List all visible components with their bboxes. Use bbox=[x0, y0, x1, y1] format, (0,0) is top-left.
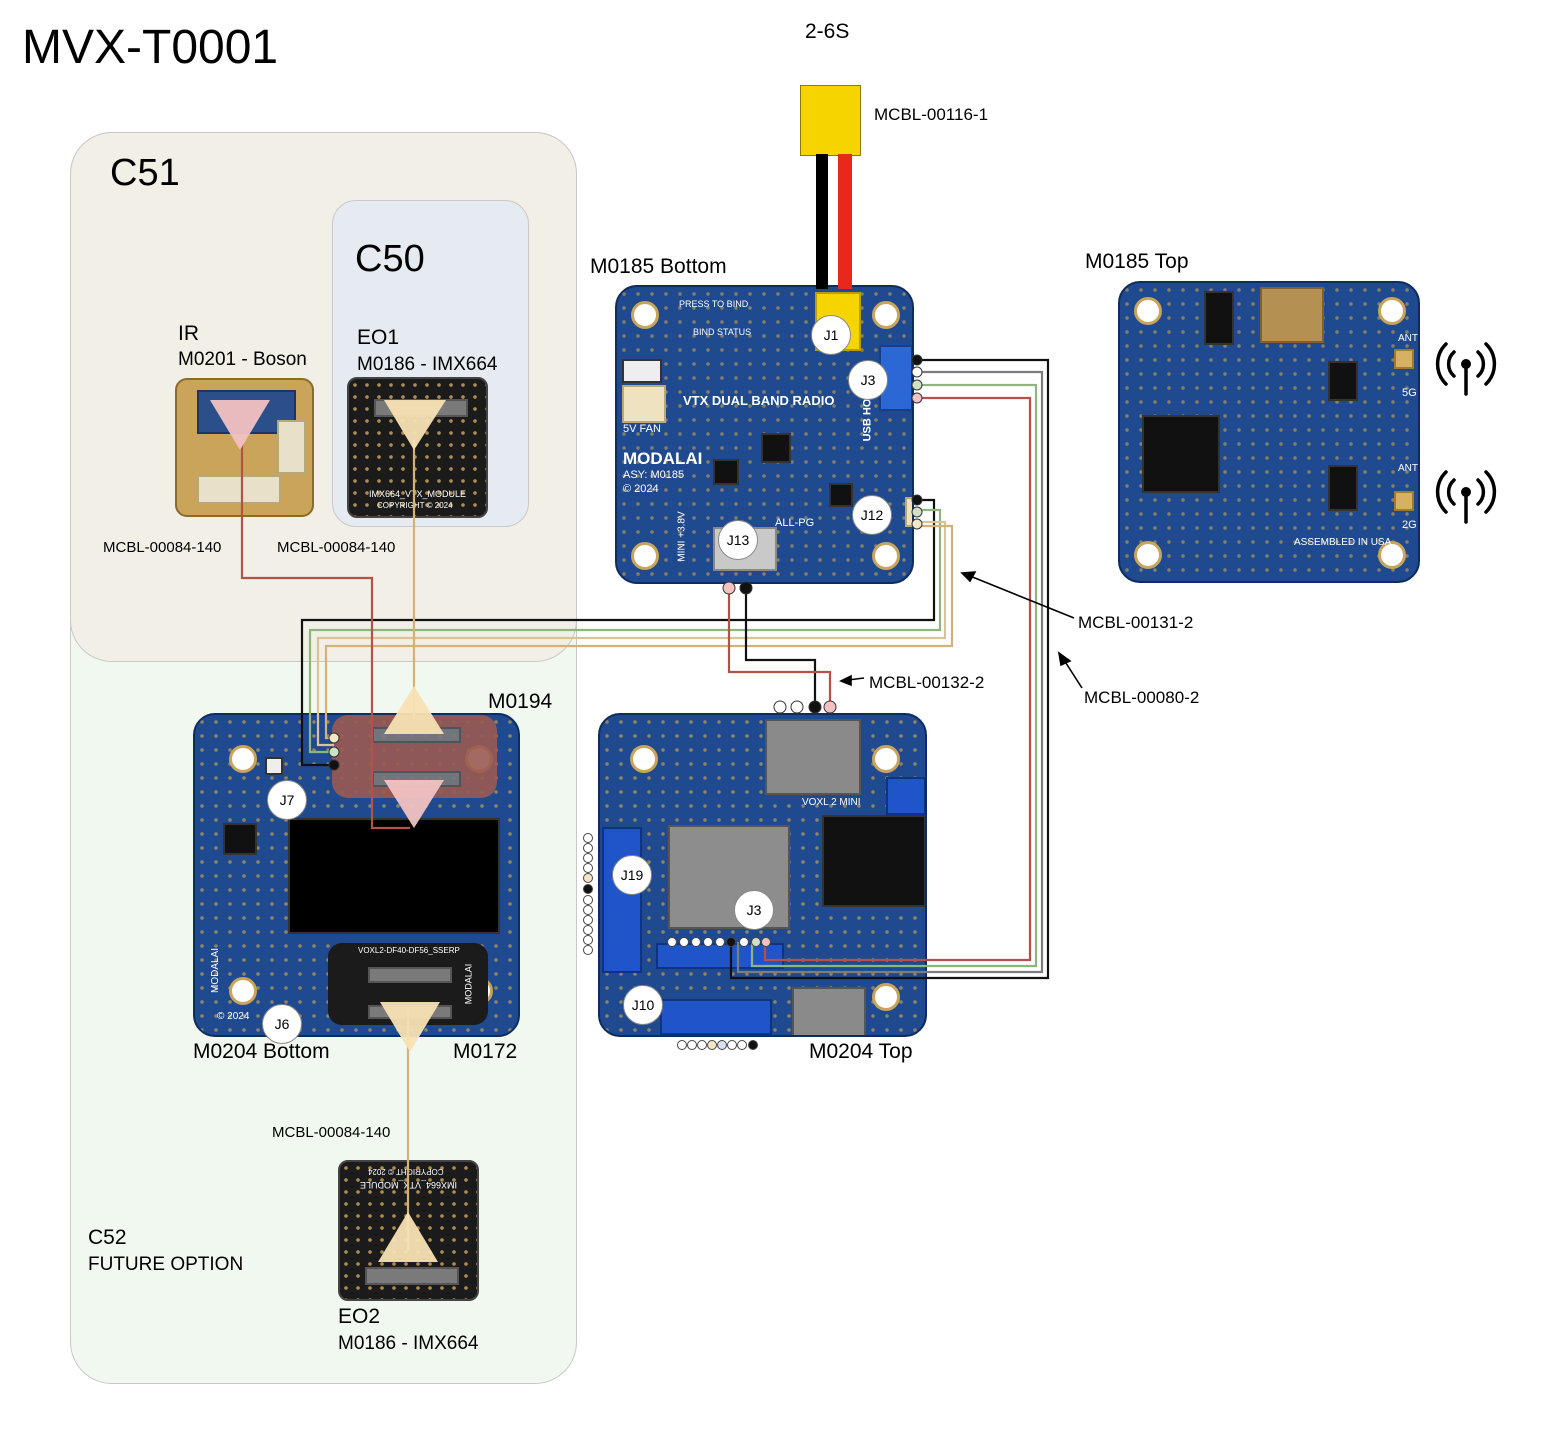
eo1-title: EO1 bbox=[357, 326, 400, 349]
power-label: 2-6S bbox=[805, 20, 850, 43]
connector-j12: J12 bbox=[852, 495, 892, 535]
connector-j7: J7 bbox=[267, 780, 307, 820]
power-cable-label: MCBL-00116-1 bbox=[874, 105, 989, 124]
region-c52-note: FUTURE OPTION bbox=[88, 1254, 244, 1275]
m0204-top-label: M0204 Top bbox=[809, 1040, 913, 1063]
connector-j19: J19 bbox=[612, 855, 652, 895]
m0185-top-board: ASSEMBLED IN USA 5G 2G ANT ANT bbox=[1118, 281, 1420, 583]
m0204-bottom-silk-year: © 2024 bbox=[217, 1011, 250, 1022]
radio-silk-bind: BIND STATUS bbox=[693, 327, 752, 337]
antenna-5g-icon bbox=[1432, 340, 1500, 404]
eo1-silk-module: IMX664_VTX_MODULE bbox=[369, 489, 467, 499]
radio-silk-name: VTX DUAL BAND RADIO bbox=[683, 393, 835, 408]
ir-part: M0201 - Boson bbox=[178, 349, 307, 370]
ir-cable-label: MCBL-00084-140 bbox=[103, 539, 222, 556]
m0185-top-label: M0185 Top bbox=[1085, 250, 1189, 273]
connector-j3-voxl: J3 bbox=[734, 890, 774, 930]
radio-silk-allpg: ALL-PG bbox=[775, 517, 815, 529]
eo1-part: M0186 - IMX664 bbox=[357, 354, 498, 375]
connector-j3-radio: J3 bbox=[848, 360, 888, 400]
m0172-label: M0172 bbox=[453, 1040, 518, 1063]
m0185-bottom-label: M0185 Bottom bbox=[590, 255, 727, 278]
m0204-top-silk-voxl: VOXL 2 MINI bbox=[802, 797, 861, 808]
top-silk-ant-1: ANT bbox=[1398, 333, 1418, 344]
radio-silk-brand: MODALAI bbox=[623, 449, 703, 468]
ir-title: IR bbox=[178, 322, 199, 345]
eo2-cable-label: MCBL-00084-140 bbox=[272, 1124, 391, 1141]
antenna-2g-icon bbox=[1432, 468, 1500, 532]
eo2-part: M0186 - IMX664 bbox=[338, 1333, 479, 1354]
eo1-cable-label: MCBL-00084-140 bbox=[277, 539, 396, 556]
cable-080-label: MCBL-00080-2 bbox=[1084, 688, 1200, 707]
top-silk-ant-2: ANT bbox=[1398, 463, 1418, 474]
m0204-bottom-label: M0204 Bottom bbox=[193, 1040, 330, 1063]
cable-131-label: MCBL-00131-2 bbox=[1078, 613, 1194, 632]
top-silk-assembled: ASSEMBLED IN USA bbox=[1294, 537, 1392, 548]
connector-j10: J10 bbox=[623, 985, 663, 1025]
eo2-title: EO2 bbox=[338, 1305, 381, 1328]
cable-132-label: MCBL-00132-2 bbox=[869, 673, 985, 692]
connector-j13: J13 bbox=[718, 520, 758, 560]
connector-j6: J6 bbox=[262, 1004, 302, 1044]
top-silk-2g: 2G bbox=[1402, 519, 1417, 531]
top-silk-5g: 5G bbox=[1402, 387, 1417, 399]
region-c52-label: C52 bbox=[88, 1226, 127, 1249]
m0204-top-board: VOXL 2 MINI bbox=[598, 713, 927, 1037]
connector-j1: J1 bbox=[811, 315, 851, 355]
radio-silk-asy: ASY: M0185 bbox=[623, 469, 685, 481]
radio-silk-fan: 5V FAN bbox=[623, 423, 661, 435]
radio-silk-year: © 2024 bbox=[623, 483, 659, 495]
region-c51-label: C51 bbox=[110, 152, 180, 194]
xt60-connector bbox=[800, 85, 861, 156]
m0172-silk: VOXL2-DF40-DF56_SSERP bbox=[358, 946, 460, 955]
m0194-label: M0194 bbox=[488, 690, 553, 713]
radio-silk-press: PRESS TO BIND bbox=[679, 299, 749, 309]
diagram-title: MVX-T0001 bbox=[22, 21, 279, 74]
region-c50-label: C50 bbox=[355, 238, 425, 280]
